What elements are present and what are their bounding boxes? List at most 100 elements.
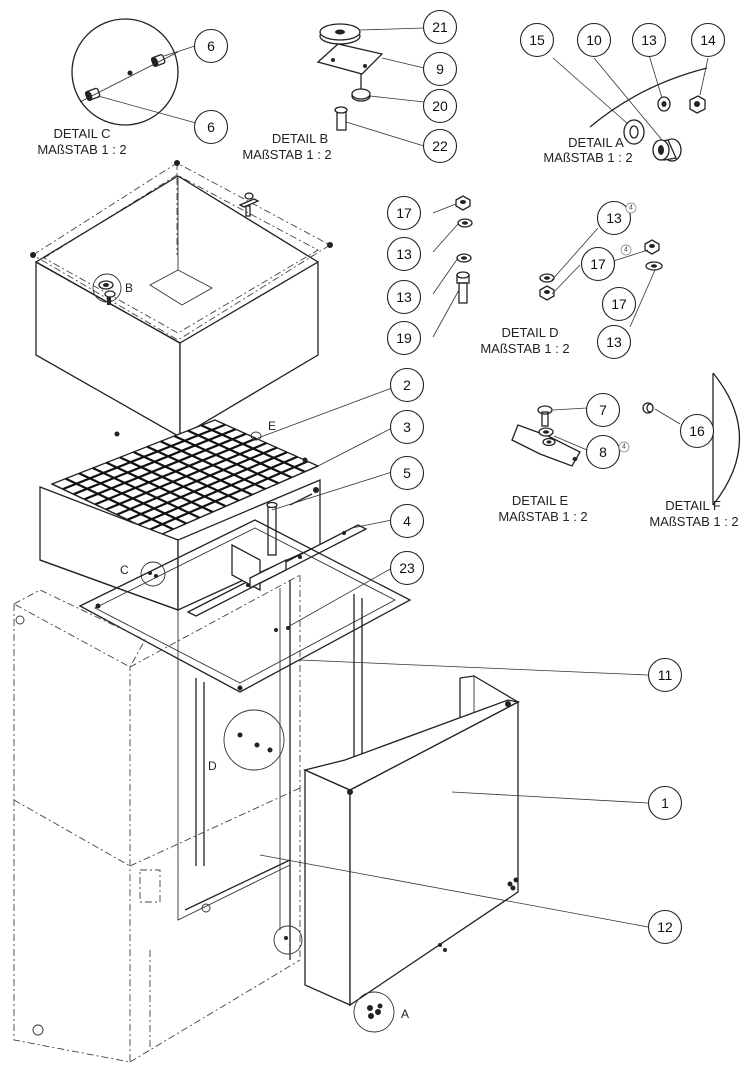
balloon-label: 13 xyxy=(396,289,412,305)
upper-box-right-side xyxy=(179,260,319,439)
balloon-13: 13 xyxy=(386,279,422,315)
leaders-main xyxy=(257,387,649,928)
balloon-2: 2 xyxy=(389,367,425,403)
balloon-15: 15 xyxy=(519,22,555,58)
balloon-22: 22 xyxy=(422,128,458,164)
detail-a-arc xyxy=(589,67,708,128)
balloon-label: 13 xyxy=(606,210,622,226)
balloon-19: 19 xyxy=(386,320,422,356)
view-letter-d: D xyxy=(208,759,217,773)
balloon-label: 3 xyxy=(403,419,411,435)
detail-c-circle xyxy=(71,18,179,126)
balloon-label: 10 xyxy=(586,32,602,48)
balloon-14: 14 xyxy=(690,22,726,58)
cabinet-phantom xyxy=(13,574,301,1063)
qty-mark-label: 4 xyxy=(629,205,633,212)
view-letter-a: A xyxy=(401,1007,409,1021)
balloon-label: 12 xyxy=(657,919,673,935)
screw-6-lower xyxy=(84,87,101,101)
balloon-16: 16 xyxy=(679,413,715,449)
qty-mark: 4 xyxy=(625,202,637,214)
balloon-1: 1 xyxy=(647,785,683,821)
detail-a: DETAIL A MAßSTAB 1 : 2 xyxy=(543,54,709,165)
balloon-6: 6 xyxy=(193,28,229,64)
qty-mark: 4 xyxy=(620,244,632,256)
balloon-5: 5 xyxy=(389,455,425,491)
balloon-label: 1 xyxy=(661,795,669,811)
washer-13-detail-a xyxy=(657,96,671,112)
washer-15 xyxy=(623,119,645,145)
detail-c: DETAIL C MAßSTAB 1 : 2 xyxy=(37,18,197,157)
balloon-6: 6 xyxy=(193,109,229,145)
balloon-23: 23 xyxy=(389,550,425,586)
balloon-17: 17 xyxy=(601,286,637,322)
upper-box: B xyxy=(35,175,319,439)
balloon-label: 5 xyxy=(403,465,411,481)
post-5 xyxy=(266,501,278,556)
balloon-10: 10 xyxy=(576,22,612,58)
balloon-label: 15 xyxy=(529,32,545,48)
screw-7 xyxy=(537,405,553,415)
upper-box-hardware-b xyxy=(92,273,122,305)
detail-b-scale: MAßSTAB 1 : 2 xyxy=(242,147,331,162)
balloon-8: 8 xyxy=(585,434,621,470)
balloon-label: 23 xyxy=(399,560,415,576)
balloon-label: 20 xyxy=(432,98,448,114)
hardware-stack-left xyxy=(455,195,473,304)
screw-6-upper xyxy=(150,54,166,67)
balloon-label: 2 xyxy=(403,377,411,393)
detail-f: DETAIL F MAßSTAB 1 : 2 xyxy=(642,372,740,529)
balloon-13: 13 xyxy=(631,22,667,58)
detail-e-scale: MAßSTAB 1 : 2 xyxy=(498,509,587,524)
balloon-11: 11 xyxy=(647,657,683,693)
view-a-circle xyxy=(353,991,395,1033)
balloon-label: 4 xyxy=(403,513,411,529)
balloon-label: 17 xyxy=(590,256,606,272)
balloon-13: 13 xyxy=(596,324,632,360)
balloon-label: 6 xyxy=(207,38,215,54)
detail-d: DETAIL D MAßSTAB 1 : 2 xyxy=(432,195,663,356)
view-letter-c: C xyxy=(120,563,129,577)
detail-c-name: DETAIL C xyxy=(53,126,110,141)
balloon-13: 13 xyxy=(386,236,422,272)
detail-b-name: DETAIL B xyxy=(272,131,328,146)
balloon-17: 17 xyxy=(580,246,616,282)
detail-e-name: DETAIL E xyxy=(512,493,569,508)
view-letter-e: E xyxy=(268,419,276,433)
balloon-21: 21 xyxy=(422,9,458,45)
balloon-label: 13 xyxy=(396,246,412,262)
detail-e: DETAIL E MAßSTAB 1 : 2 xyxy=(498,405,588,524)
balloon-label: 8 xyxy=(599,444,607,460)
top-frame-phantom xyxy=(30,160,333,341)
detail-c-scale: MAßSTAB 1 : 2 xyxy=(37,142,126,157)
detail-f-arc xyxy=(712,372,740,506)
hole-detail-c xyxy=(127,70,133,76)
panel-1 xyxy=(303,675,520,1007)
cabinet-inner-panel xyxy=(177,580,303,960)
qty-mark: 4 xyxy=(618,441,630,453)
balloon-9: 9 xyxy=(422,51,458,87)
balloon-label: 16 xyxy=(689,423,705,439)
hardware-stack-right xyxy=(539,239,663,301)
balloon-17: 17 xyxy=(386,195,422,231)
balloon-label: 19 xyxy=(396,330,412,346)
balloon-label: 17 xyxy=(396,205,412,221)
view-letter-b: B xyxy=(125,281,133,295)
bracket-23 xyxy=(231,543,290,632)
spacer-10 xyxy=(652,138,682,162)
balloon-7: 7 xyxy=(585,392,621,428)
detail-b: DETAIL B MAßSTAB 1 : 2 xyxy=(242,23,425,162)
detail-a-name: DETAIL A xyxy=(568,135,624,150)
balloon-label: 17 xyxy=(611,296,627,312)
balloon-label: 21 xyxy=(432,19,448,35)
balloon-label: 14 xyxy=(700,32,716,48)
balloon-label: 13 xyxy=(641,32,657,48)
detail-f-name: DETAIL F xyxy=(665,498,721,513)
detail-a-scale: MAßSTAB 1 : 2 xyxy=(543,150,632,165)
balloon-4: 4 xyxy=(389,503,425,539)
balloon-3: 3 xyxy=(389,409,425,445)
balloon-label: 9 xyxy=(436,61,444,77)
balloon-label: 13 xyxy=(606,334,622,350)
balloon-label: 7 xyxy=(599,402,607,418)
balloon-12: 12 xyxy=(647,909,683,945)
